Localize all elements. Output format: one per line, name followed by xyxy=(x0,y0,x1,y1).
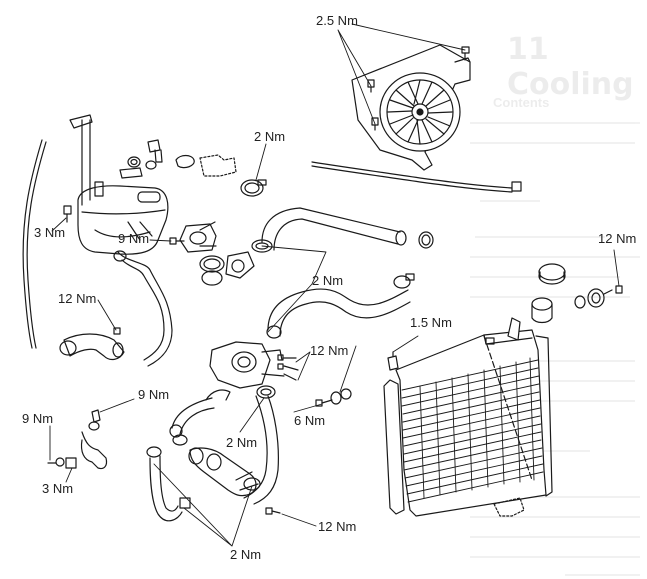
pump-fitting-bracket xyxy=(80,409,108,470)
torque-label-reservoir-bolt: 3 Nm xyxy=(34,225,66,240)
radiator xyxy=(383,329,553,517)
fan-bolt xyxy=(371,117,379,131)
reservoir-bolt xyxy=(63,205,72,223)
torque-label-thermostat-housing: 9 Nm xyxy=(118,231,150,246)
torque-label-pump-lower: 3 Nm xyxy=(42,481,74,496)
torque-label-radiator-mount: 6 Nm xyxy=(294,413,326,428)
lower-hose-bottom xyxy=(146,446,191,522)
drain-bolt xyxy=(265,507,281,515)
radiator-cap xyxy=(538,263,566,285)
fan-bolt xyxy=(367,79,375,93)
pipe-union xyxy=(188,447,261,497)
radiator-hose-middle xyxy=(266,288,411,339)
leader-lines xyxy=(49,23,620,547)
hose-clamp xyxy=(256,385,276,399)
hose-clamp xyxy=(418,231,434,249)
torque-label-hose-clamps-upper: 2 Nm xyxy=(312,273,344,288)
torque-label-pump-fitting: 9 Nm xyxy=(138,387,170,402)
radiator-fins xyxy=(401,357,544,503)
bleed-bolt xyxy=(113,327,121,335)
o-ring xyxy=(127,156,141,168)
radiator-mount-bolt xyxy=(315,388,352,407)
expansion-reservoir xyxy=(69,114,169,255)
torque-label-sensor: 1.5 Nm xyxy=(410,315,452,330)
hose-clamp xyxy=(393,273,415,289)
fan-bolt xyxy=(461,46,470,61)
cooling-fan xyxy=(351,44,471,171)
outlet-elbow xyxy=(59,333,125,361)
upper-radiator-hose xyxy=(261,207,407,251)
hose-clip xyxy=(175,154,195,169)
thermostat-housing xyxy=(179,221,255,286)
fan-wiring xyxy=(311,161,522,193)
cap-bolt xyxy=(603,285,623,295)
sensor-unit xyxy=(47,457,77,469)
torque-label-water-pump-bolts: 12 Nm xyxy=(310,343,349,358)
torque-label-drain-bolt: 12 Nm xyxy=(318,519,357,534)
torque-label-hose-clamp-top: 2 Nm xyxy=(254,129,286,144)
radiator-filler-neck xyxy=(507,297,553,341)
torque-label-hose-clamp-mid: 2 Nm xyxy=(226,435,258,450)
hose-clamp xyxy=(251,239,273,253)
lower-hose-left xyxy=(169,389,231,438)
pump-bolts xyxy=(277,354,299,381)
o-ring xyxy=(145,160,157,170)
breather-tube xyxy=(22,139,47,349)
reference-bracket-dashed xyxy=(199,154,237,177)
torque-label-fan-bolts: 2.5 Nm xyxy=(316,13,358,28)
reference-outline-dashed xyxy=(483,335,533,517)
bypass-hose xyxy=(113,250,173,367)
fan-switch xyxy=(574,288,605,309)
water-pump xyxy=(209,341,285,389)
torque-label-bleed-bolt: 12 Nm xyxy=(58,291,97,306)
hose-clamp xyxy=(172,434,188,446)
hose-fitting xyxy=(147,139,163,163)
torque-label-radiator-cap-bolt: 12 Nm xyxy=(598,231,637,246)
torque-label-pump-left: 9 Nm xyxy=(22,411,54,426)
torque-label-hose-clamps-lower: 2 Nm xyxy=(230,547,262,562)
temperature-sensor xyxy=(387,351,399,371)
hose-clamp xyxy=(240,179,267,197)
